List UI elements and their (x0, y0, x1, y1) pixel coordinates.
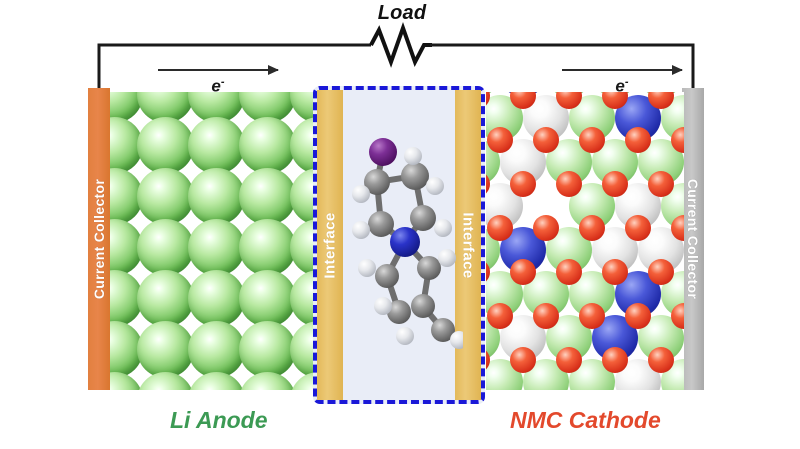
lithium-atom (187, 167, 245, 225)
lithium-atom (238, 320, 296, 378)
oxygen-atom (510, 347, 536, 373)
lithium-atom (238, 269, 296, 327)
interface-left: Interface (317, 90, 343, 400)
lithium-atom (136, 269, 194, 327)
oxygen-atom (487, 215, 513, 241)
oxygen-atom (602, 171, 628, 197)
oxygen-atom (486, 92, 490, 109)
lithium-atom (238, 116, 296, 174)
lithium-atom (187, 116, 245, 174)
ionic-liquid-molecule-icon (352, 138, 463, 349)
oxygen-atom (556, 259, 582, 285)
oxygen-atom (671, 303, 684, 329)
cathode-caption: NMC Cathode (510, 407, 661, 433)
lithium-anode-lattice (110, 92, 315, 390)
lithium-atom (187, 371, 245, 390)
electron-charge-left: - (220, 76, 225, 88)
electrolyte-region: Interface Interface (313, 86, 485, 404)
arrow-head-icon (268, 65, 279, 75)
oxygen-atom (602, 92, 628, 109)
current-collector-left: Current Collector (88, 88, 110, 390)
lithium-atom (110, 371, 143, 390)
electron-symbol-right: e (615, 76, 625, 96)
lithium-atom (289, 371, 315, 390)
lithium-atom (187, 218, 245, 276)
oxygen-atom (510, 92, 536, 109)
oxygen-atom (602, 259, 628, 285)
arrow-shaft (562, 69, 682, 71)
oxygen-atom (487, 127, 513, 153)
oxygen-atom (487, 303, 513, 329)
oxygen-atom (533, 303, 559, 329)
oxygen-atom (556, 171, 582, 197)
oxygen-atom (486, 259, 490, 285)
lithium-atom (136, 371, 194, 390)
oxygen-atom (533, 127, 559, 153)
oxygen-atom (486, 171, 490, 197)
lithium-atom (289, 269, 315, 327)
arrow-shaft (158, 69, 278, 71)
oxygen-atom (533, 215, 559, 241)
lithium-atom (136, 218, 194, 276)
oxygen-atom (510, 259, 536, 285)
lithium-atom (289, 218, 315, 276)
oxygen-atom (579, 215, 605, 241)
oxygen-atom (625, 303, 651, 329)
lithium-atom (238, 371, 296, 390)
lithium-atom (136, 167, 194, 225)
lithium-atom (289, 167, 315, 225)
oxygen-atom (671, 215, 684, 241)
electron-arrow-right (562, 65, 683, 75)
nmc-cathode-lattice (486, 92, 684, 390)
arrow-head-icon (672, 65, 683, 75)
electron-arrow-left (158, 65, 279, 75)
oxygen-atom (556, 92, 582, 109)
oxygen-atom (648, 347, 674, 373)
oxygen-atom (648, 171, 674, 197)
electron-label-left: e- (198, 76, 238, 97)
oxygen-atom (625, 215, 651, 241)
lithium-atom (136, 320, 194, 378)
lithium-atom (238, 218, 296, 276)
current-collector-right-label: Current Collector (685, 178, 702, 300)
oxygen-atom (625, 127, 651, 153)
electron-charge-right: - (624, 76, 629, 88)
anode-caption: Li Anode (170, 407, 268, 433)
oxygen-atom (486, 347, 490, 373)
current-collector-left-label: Current Collector (91, 178, 108, 300)
oxygen-atom (648, 259, 674, 285)
oxygen-atom (579, 127, 605, 153)
lithium-atom (238, 167, 296, 225)
lithium-atom (289, 116, 315, 174)
oxygen-atom (671, 127, 684, 153)
oxygen-atom (510, 171, 536, 197)
oxygen-atom (602, 347, 628, 373)
oxygen-atom (579, 303, 605, 329)
lithium-atom (187, 320, 245, 378)
oxygen-atom (556, 347, 582, 373)
current-collector-right: Current Collector (682, 88, 704, 390)
load-label: Load (377, 2, 427, 24)
electron-label-right: e- (602, 76, 642, 97)
electron-symbol-left: e (211, 76, 221, 96)
lithium-atom (289, 320, 315, 378)
lithium-atom (187, 269, 245, 327)
lithium-atom (136, 116, 194, 174)
oxygen-atom (648, 92, 674, 109)
interface-left-label: Interface (321, 211, 339, 279)
